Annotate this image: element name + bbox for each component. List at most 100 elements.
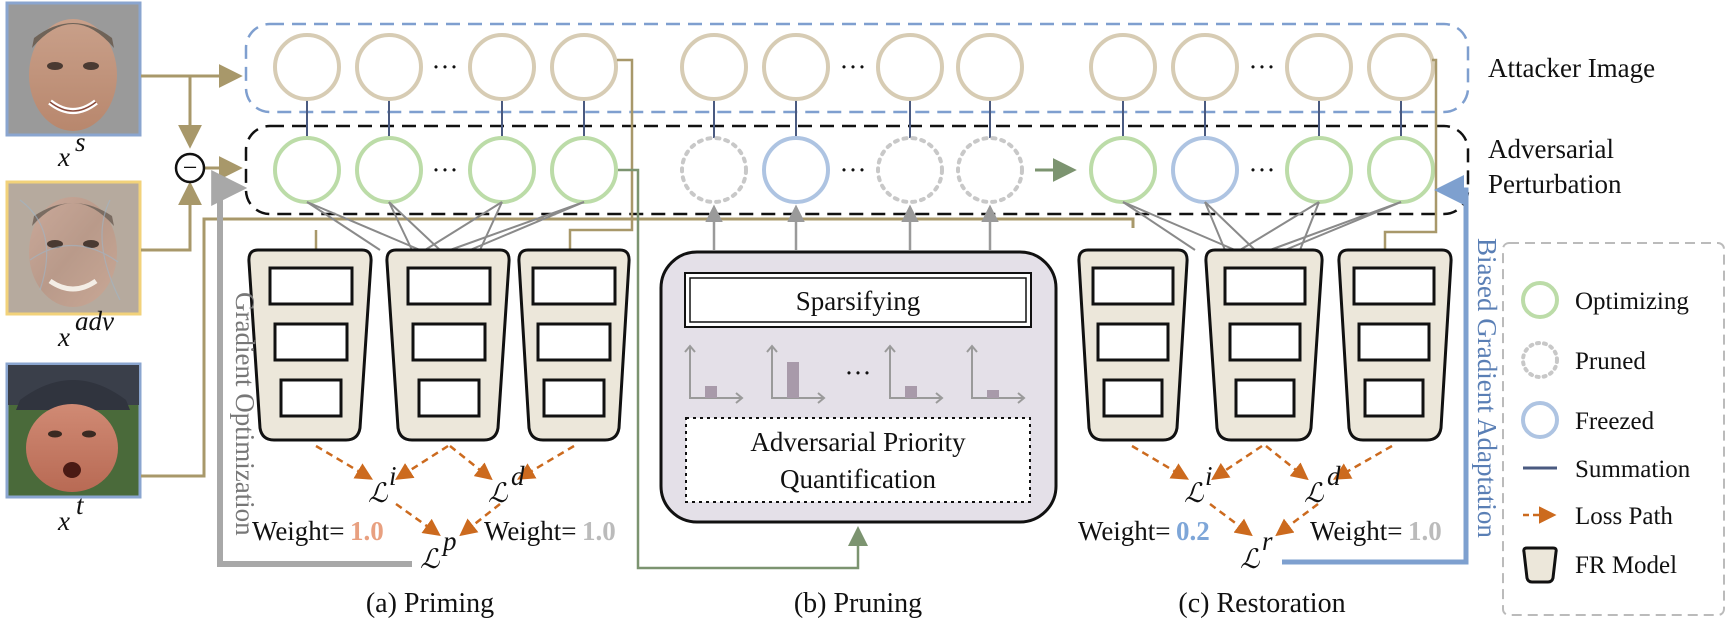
restoration-model-links	[1122, 201, 1402, 251]
legend-fr-model-label: FR Model	[1575, 552, 1677, 579]
attacker-neuron	[1367, 33, 1435, 101]
attacker-neuron	[956, 33, 1024, 101]
optimizing-neuron	[1089, 136, 1157, 204]
adversarial-label-line2: Perturbation	[1488, 169, 1622, 199]
face-adversarial-image	[5, 180, 142, 316]
perturb-dots-a: ···	[432, 155, 459, 185]
histogram-icon	[766, 344, 826, 404]
optimizing-neuron	[550, 136, 618, 204]
restoration-diversity-loss-sup: d	[1327, 461, 1341, 491]
adv-image-sup: adv	[75, 306, 114, 336]
face-source-image	[5, 1, 142, 137]
attacker-image-row	[244, 22, 1470, 114]
restoration-diversity-loss: ℒ	[1304, 478, 1324, 508]
fr-model	[1337, 248, 1453, 442]
adversarial-label-line1: Adversarial	[1488, 134, 1614, 164]
priming-model-links	[306, 201, 585, 251]
attacker-neuron	[680, 33, 748, 101]
priming-weight-identity-prefix: Weight=	[252, 516, 345, 546]
apq-label-line2: Quantification	[780, 464, 936, 494]
target-image-sup: t	[76, 490, 85, 520]
legend-optimizing-icon	[1521, 281, 1559, 319]
attacker-neuron	[1171, 33, 1239, 101]
pruned-neuron	[680, 136, 748, 204]
biased-gradient-path	[1282, 175, 1469, 565]
fr-model	[247, 248, 373, 442]
priming-olive-lines	[314, 58, 634, 250]
legend-loss-path-label: Loss Path	[1575, 503, 1673, 530]
histogram-dots: ···	[845, 358, 872, 388]
legend-pruned-icon	[1521, 341, 1559, 379]
priming-weight-diversity-value: 1.0	[582, 516, 616, 546]
priming-weight-identity-value: 1.0	[350, 516, 384, 546]
freezed-neuron	[762, 136, 830, 204]
legend-fr-model-icon	[1522, 546, 1558, 584]
minus-sign: −	[183, 153, 198, 182]
target-image-label: x	[57, 506, 70, 536]
priming-loss-paths	[315, 444, 575, 537]
perturbation-circles	[273, 136, 1435, 204]
gradient-optimization-label: Gradient Optimization	[230, 292, 260, 536]
pruning-up-arrows	[705, 204, 999, 250]
optimizing-neuron	[355, 136, 423, 204]
priming-diversity-loss: ℒ	[488, 478, 508, 508]
biased-gradient-label: Biased Gradient Adaptation	[1472, 238, 1502, 538]
restoration-loss-sup: r	[1262, 526, 1273, 556]
legend-pruned-label: Pruned	[1575, 348, 1646, 375]
histogram-icon	[684, 344, 744, 404]
restoration-weight-identity-prefix: Weight=	[1078, 516, 1171, 546]
source-image-label: x	[57, 142, 70, 172]
attacker-image-label: Attacker Image	[1488, 53, 1655, 83]
optimizing-neuron	[1285, 136, 1353, 204]
fr-model	[1077, 248, 1189, 442]
face-target-image	[5, 362, 142, 499]
restoration-olive-lines	[1383, 58, 1438, 250]
legend-freezed-icon	[1521, 401, 1559, 439]
attacker-neuron	[550, 33, 618, 101]
restoration-loss: ℒ	[1240, 544, 1260, 574]
attacker-neuron	[273, 33, 341, 101]
restoration-weight-diversity-prefix: Weight=	[1310, 516, 1403, 546]
attacker-dots-c: ···	[1249, 52, 1276, 82]
fr-model	[385, 248, 511, 442]
face-connectors	[141, 64, 1135, 478]
restoration-weight-identity-value: 0.2	[1176, 516, 1210, 546]
fr-model	[1204, 248, 1324, 442]
subtract-node: −	[174, 152, 206, 184]
pruned-neuron	[956, 136, 1024, 204]
gradient-optimization-path	[211, 170, 412, 567]
caption-priming: (a) Priming	[366, 588, 494, 619]
priming-loss-sup: p	[441, 526, 457, 556]
optimizing-neuron	[273, 136, 341, 204]
attacker-neuron	[1089, 33, 1157, 101]
adversarial-priority-box	[685, 417, 1031, 503]
legend-summation-label: Summation	[1575, 456, 1691, 483]
sparsifying-label: Sparsifying	[796, 286, 921, 316]
sparsifying-box	[684, 272, 1032, 328]
attacker-neuron	[1285, 33, 1353, 101]
pruned-neuron	[876, 136, 944, 204]
attacker-neuron	[355, 33, 423, 101]
attacker-circles	[273, 33, 1435, 101]
optimizing-neuron	[468, 136, 536, 204]
perturb-dots-b: ···	[840, 155, 867, 185]
restoration-weight-diversity-value: 1.0	[1408, 516, 1442, 546]
priming-identity-loss: ℒ	[368, 478, 388, 508]
restoration-identity-loss: ℒ	[1184, 478, 1204, 508]
legend-optimizing-label: Optimizing	[1575, 288, 1689, 315]
caption-pruning: (b) Pruning	[794, 588, 922, 619]
priming-to-pruning-arrow	[618, 168, 868, 570]
restoration-loss-paths	[1131, 444, 1393, 537]
attacker-neuron	[468, 33, 536, 101]
attacker-neuron	[762, 33, 830, 101]
histogram-icon	[966, 344, 1026, 404]
perturb-dots-c: ···	[1249, 155, 1276, 185]
adv-image-label: x	[57, 322, 70, 352]
attacker-neuron	[876, 33, 944, 101]
histogram-icon	[884, 344, 944, 404]
restoration-identity-loss-sup: i	[1205, 461, 1213, 491]
attacker-dots-a: ···	[432, 52, 459, 82]
summation-links	[306, 100, 1402, 140]
legend-freezed-label: Freezed	[1575, 408, 1655, 435]
